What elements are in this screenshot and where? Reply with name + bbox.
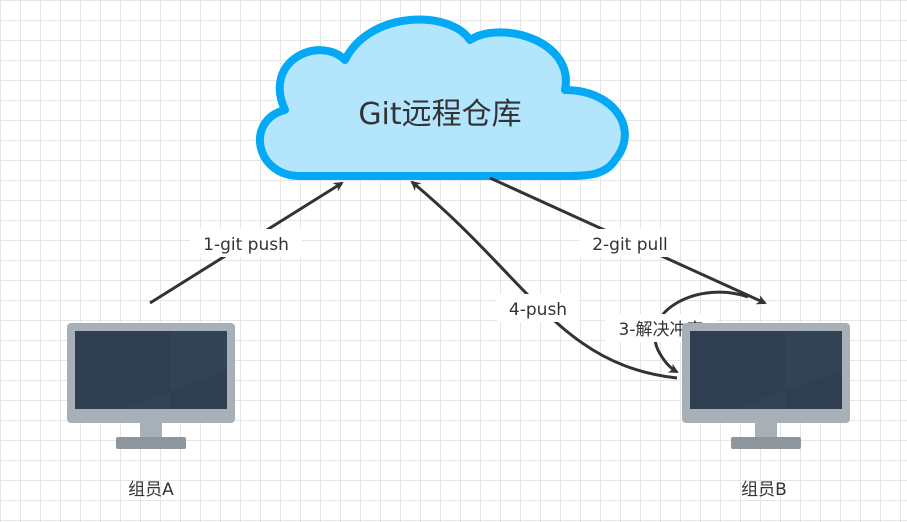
- edge-label: 4-push: [509, 300, 567, 320]
- monitor-screen: [75, 331, 227, 409]
- edge-push-after-resolve: 4-push: [410, 180, 678, 380]
- cloud-shape: [255, 15, 629, 180]
- edge-label-bg: [497, 294, 579, 322]
- monitor-base: [116, 437, 186, 449]
- edge-label: 2-git pull: [592, 235, 668, 255]
- edge-label: 1-git push: [203, 235, 289, 255]
- member-label: 组员B: [741, 480, 787, 500]
- git-remote-repository: Git远程仓库: [255, 15, 629, 180]
- member-label: 组员A: [128, 480, 174, 500]
- edge-git-push: 1-git push: [149, 181, 344, 305]
- monitor-base: [731, 437, 801, 449]
- member-b-computer: 组员B: [682, 323, 850, 500]
- edge-label-bg: [190, 229, 302, 257]
- member-a-computer: 组员A: [67, 323, 235, 500]
- monitor-neck: [755, 423, 777, 437]
- screen-glare: [735, 331, 842, 409]
- monitor-screen: [690, 331, 842, 409]
- monitor-neck: [140, 423, 162, 437]
- push-curve-arrow: [410, 180, 678, 380]
- screen-glare: [120, 331, 227, 409]
- edge-git-pull: 2-git pull: [489, 176, 767, 305]
- cloud-label: Git远程仓库: [358, 97, 521, 132]
- edge-label-bg: [580, 229, 680, 257]
